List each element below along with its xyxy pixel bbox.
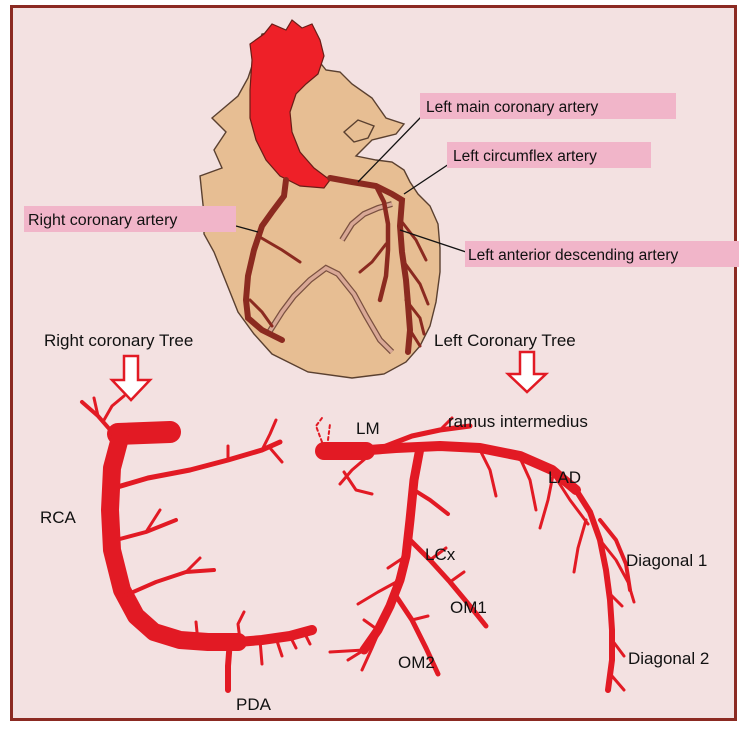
right-coronary-label: Right coronary artery [28, 212, 177, 229]
diagonal-1-label: Diagonal 1 [626, 551, 707, 570]
om2-label: OM2 [398, 653, 435, 672]
left-circumflex-label: Left circumflex artery [453, 148, 597, 165]
om1-label: OM1 [450, 598, 487, 617]
left-main-label: Left main coronary artery [426, 99, 599, 116]
left-anterior-descending-label: Left anterior descending artery [468, 247, 678, 264]
left-tree-title: Left Coronary Tree [434, 331, 576, 350]
pda-label: PDA [236, 695, 272, 714]
rca-label: RCA [40, 508, 77, 527]
lad-label: LAD [548, 468, 581, 487]
right-tree-title: Right coronary Tree [44, 331, 193, 350]
ramus-intermedius-label: ramus intermedius [448, 412, 588, 431]
diagonal-2-label: Diagonal 2 [628, 649, 709, 668]
lm-label: LM [356, 419, 380, 438]
lcx-label: LCx [425, 545, 456, 564]
